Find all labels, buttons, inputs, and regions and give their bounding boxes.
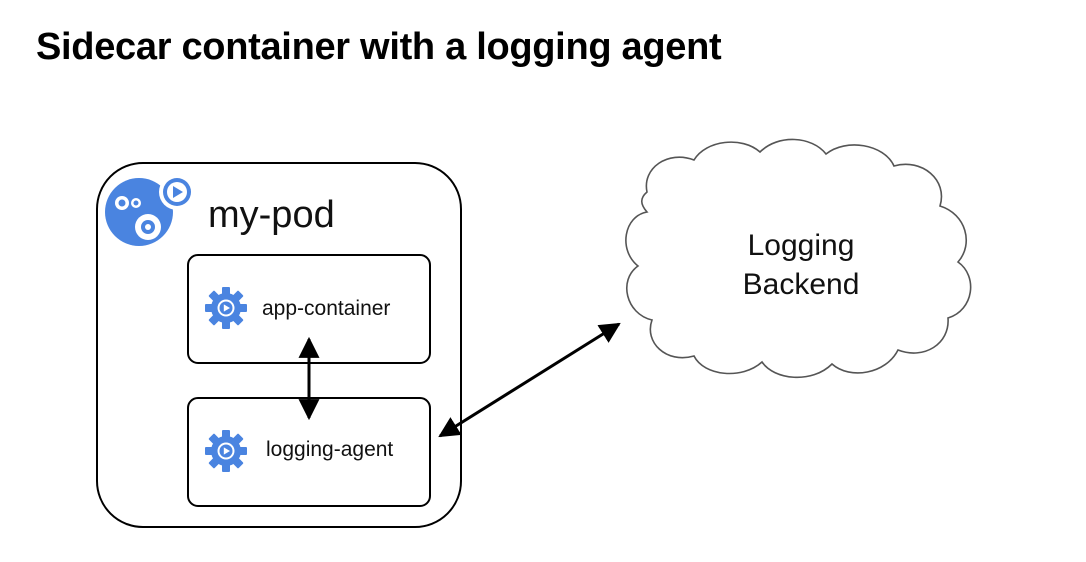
logging-agent-label: logging-agent <box>266 438 393 461</box>
pod-gears-icon <box>105 174 195 246</box>
container-gear-icon <box>205 430 247 472</box>
backend-link-arrow <box>438 322 621 438</box>
backend-label-line1: Logging <box>748 229 855 262</box>
page-title: Sidecar container with a logging agent <box>36 26 722 68</box>
app-container-label: app-container <box>262 297 390 320</box>
backend-label-line2: Backend <box>743 268 860 301</box>
container-gear-icon <box>205 287 247 329</box>
pod-name: my-pod <box>208 194 335 236</box>
cloud-icon <box>625 138 972 379</box>
